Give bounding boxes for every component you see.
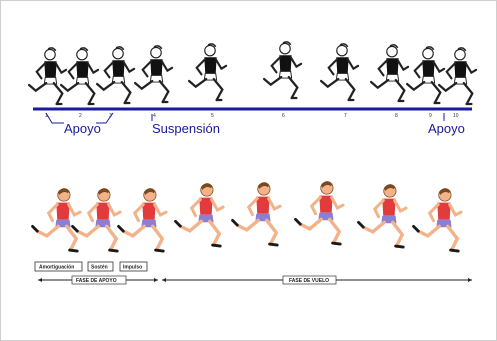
sketch-runner: [321, 44, 358, 100]
support-phase-arrow: FASE DE APOYO: [38, 276, 158, 284]
sketch-runner-sequence: [29, 42, 476, 104]
frame-number: 7: [344, 113, 347, 119]
frame-number: 10: [453, 113, 459, 119]
color-runner: [176, 183, 224, 246]
phase-label-support-end: Apoyo: [428, 121, 465, 136]
flight-phase-arrow: FASE DE VUELO: [162, 276, 472, 284]
frame-number: 5: [211, 113, 214, 119]
sketch-runner: [189, 44, 226, 100]
phase-label-suspension: Suspensión: [152, 121, 220, 136]
color-runner: [296, 181, 344, 244]
flight-phase-label: FASE DE VUELO: [289, 278, 329, 284]
color-runner: [414, 188, 462, 251]
color-runner: [119, 188, 167, 251]
sketch-runner: [61, 48, 98, 104]
sketch-runner: [29, 48, 66, 104]
sketch-runner: [439, 48, 476, 104]
color-runner-sequence: [33, 181, 462, 251]
sketch-runner: [407, 47, 444, 103]
phase-box-label: Amortiguación: [39, 265, 74, 271]
color-runner: [73, 188, 121, 251]
sketch-runner: [371, 45, 408, 101]
sketch-runner: [97, 47, 134, 103]
phase-box-label: Sostén: [91, 265, 108, 271]
phase-box-label: Impulso: [123, 265, 142, 271]
frame-number: 9: [429, 113, 432, 119]
frame-number: 4: [153, 113, 156, 119]
frame-numbers: 1 2 3 4 5 6 7 8 9 10: [45, 113, 459, 119]
color-runner: [233, 182, 280, 245]
color-runner: [359, 184, 407, 247]
frame-number: 2: [79, 113, 82, 119]
color-runner: [33, 188, 81, 251]
support-phase-label: FASE DE APOYO: [76, 278, 117, 284]
frame-number: 6: [282, 113, 285, 119]
frame-number: 8: [395, 113, 398, 119]
sketch-runner: [135, 46, 172, 102]
sketch-runner: [264, 42, 301, 98]
phase-label-support-start: Apoyo: [64, 121, 101, 136]
